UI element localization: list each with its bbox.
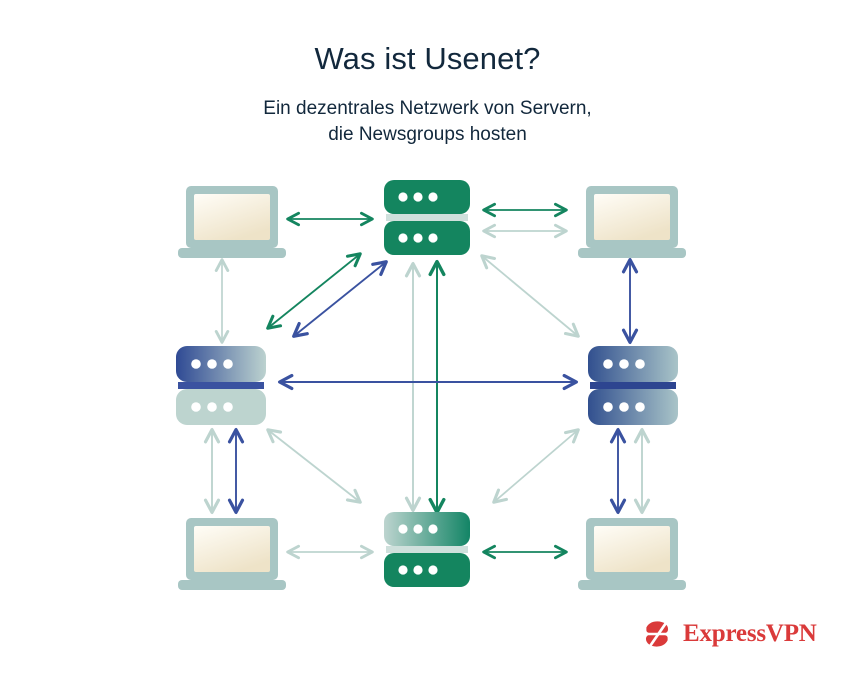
node-laptop-bottom-right[interactable]: [578, 518, 686, 590]
node-laptop-bottom-left[interactable]: [178, 518, 286, 590]
connection-server-middle-left-server-top-center-blue: [292, 260, 388, 338]
node-laptop-top-left[interactable]: [178, 186, 286, 258]
node-server-middle-left[interactable]: [176, 346, 266, 425]
network-diagram: [0, 150, 855, 620]
connection-server-middle-left-server-top-center-green: [266, 252, 362, 330]
subtitle-line-2: die Newsgroups hosten: [328, 124, 527, 145]
connections-layer: [203, 202, 651, 560]
connection-server-middle-left-server-bottom-center: [266, 428, 362, 504]
connection-server-top-center-server-middle-right: [480, 254, 580, 338]
expressvpn-wordmark: ExpressVPN: [683, 620, 817, 647]
node-server-bottom-center[interactable]: [384, 512, 470, 587]
page-subtitle: Ein dezentrales Netzwerk von Servern, di…: [0, 96, 855, 148]
expressvpn-e-mark-icon: [645, 621, 669, 647]
expressvpn-logo[interactable]: ExpressVPN: [640, 612, 817, 656]
page-title: Was ist Usenet?: [314, 41, 541, 76]
node-server-middle-right[interactable]: [588, 346, 678, 425]
node-server-top-center[interactable]: [384, 180, 470, 255]
subtitle-line-1: Ein dezentrales Netzwerk von Servern,: [263, 98, 592, 119]
node-laptop-top-right[interactable]: [578, 186, 686, 258]
connection-server-bottom-center-server-middle-right: [492, 428, 580, 504]
